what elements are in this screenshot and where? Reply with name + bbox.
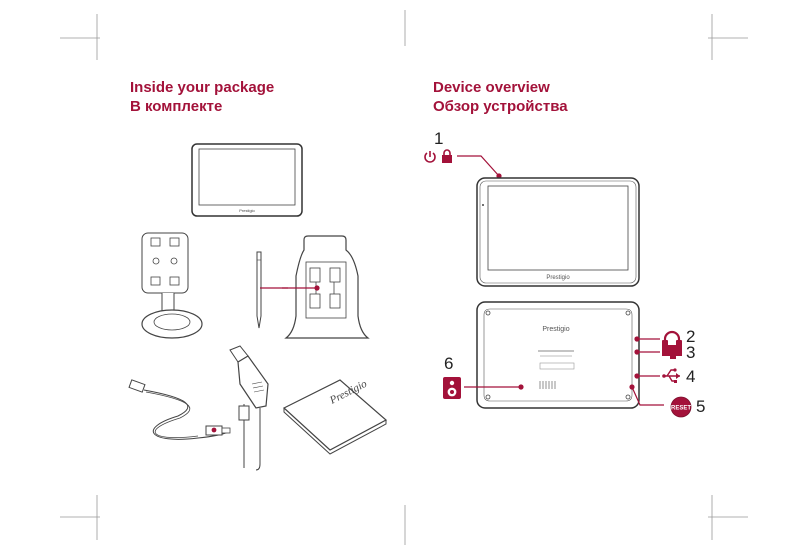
usb-icon (662, 368, 680, 383)
callout-number-1: 1 (434, 129, 444, 148)
user-manual: Prestigio (282, 378, 388, 455)
lock-icon (442, 149, 452, 163)
callout-line-3 (634, 349, 660, 355)
callout-number-3: 3 (686, 343, 696, 362)
suction-mount (141, 232, 203, 339)
memory-card-icon (662, 345, 682, 359)
package-device: Prestigio (191, 143, 303, 217)
callout-number-6: 6 (444, 354, 454, 373)
power-icon (424, 151, 436, 163)
package-title-ru: В комплекте (130, 98, 223, 115)
package-device-brand: Prestigio (239, 208, 255, 213)
mount-holder (282, 235, 370, 339)
callout-number-2: 2 (686, 327, 696, 346)
callout-line-1 (457, 155, 502, 179)
reset-label: RESET (671, 406, 691, 412)
car-charger (229, 345, 269, 471)
usb-cable (128, 379, 231, 440)
package-title-en: Inside your package (130, 79, 275, 96)
callout-number-5: 5 (696, 397, 706, 416)
device-back: Prestigio (476, 301, 640, 409)
callout-number-4: 4 (686, 367, 696, 386)
stylus (256, 251, 262, 329)
device-front-brand: Prestigio (546, 275, 570, 281)
overview-title-ru: Обзор устройства (433, 98, 568, 115)
device-back-brand: Prestigio (542, 326, 569, 333)
callout-line-2 (634, 336, 660, 342)
reset-icon: RESET (670, 396, 692, 418)
overview-title-en: Device overview (433, 79, 550, 96)
device-front: Prestigio (476, 177, 640, 287)
callout-line-5 (629, 384, 664, 406)
callout-line-6 (464, 384, 524, 390)
callout-line-4 (634, 373, 660, 379)
speaker-icon (443, 377, 461, 399)
stylus-connector (260, 287, 288, 289)
